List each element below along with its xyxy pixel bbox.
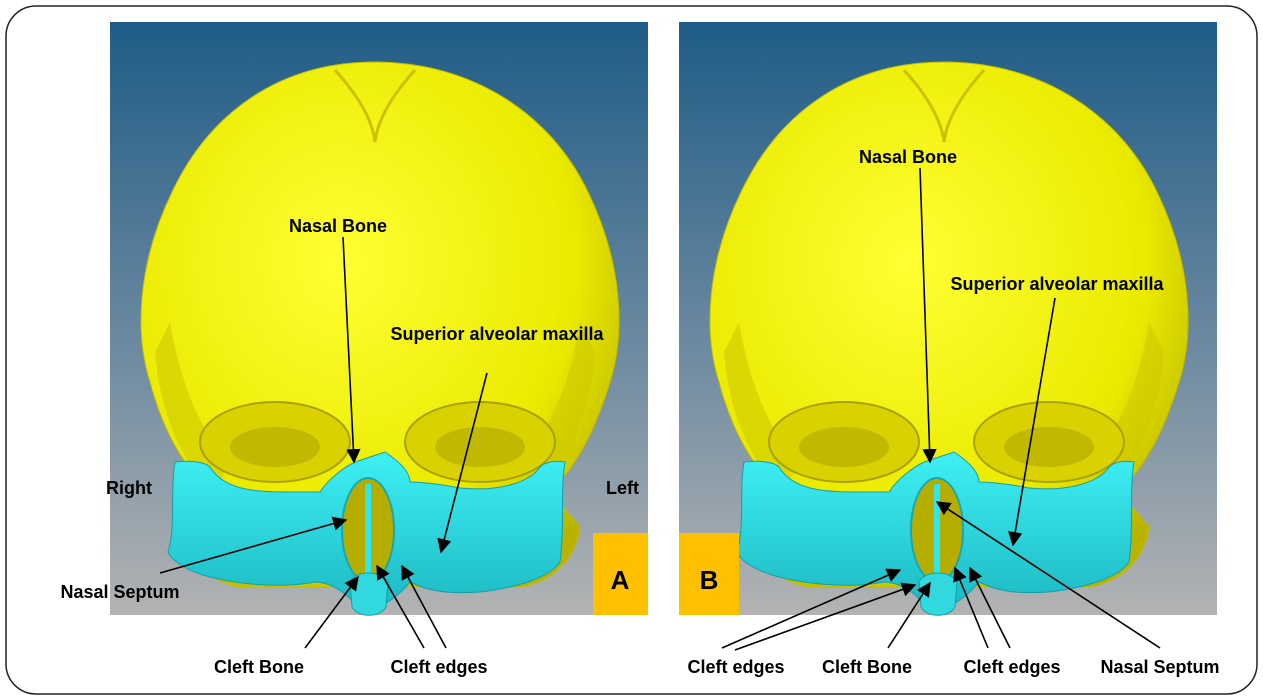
label-b-cleft-edges-left: Cleft edges [687,657,784,677]
panel-b-letter: B [700,565,719,595]
label-a-nasal-bone: Nasal Bone [289,216,387,236]
label-b-nasal-bone: Nasal Bone [859,147,957,167]
label-a-right: Right [106,478,152,498]
label-b-superior-alveolar-maxilla: Superior alveolar maxilla [950,274,1164,294]
label-a-left: Left [606,478,639,498]
panel-b: B [679,22,1217,615]
label-b-cleft-edges-right: Cleft edges [963,657,1060,677]
panel-b-skull [710,62,1188,615]
label-a-superior-alveolar-maxilla: Superior alveolar maxilla [390,324,604,344]
label-b-nasal-septum: Nasal Septum [1100,657,1219,677]
label-a-cleft-bone: Cleft Bone [214,657,304,677]
label-a-nasal-septum: Nasal Septum [60,582,179,602]
panel-a: A [110,22,648,615]
label-a-cleft-edges: Cleft edges [390,657,487,677]
panel-a-letter: A [611,565,630,595]
label-b-cleft-bone: Cleft Bone [822,657,912,677]
